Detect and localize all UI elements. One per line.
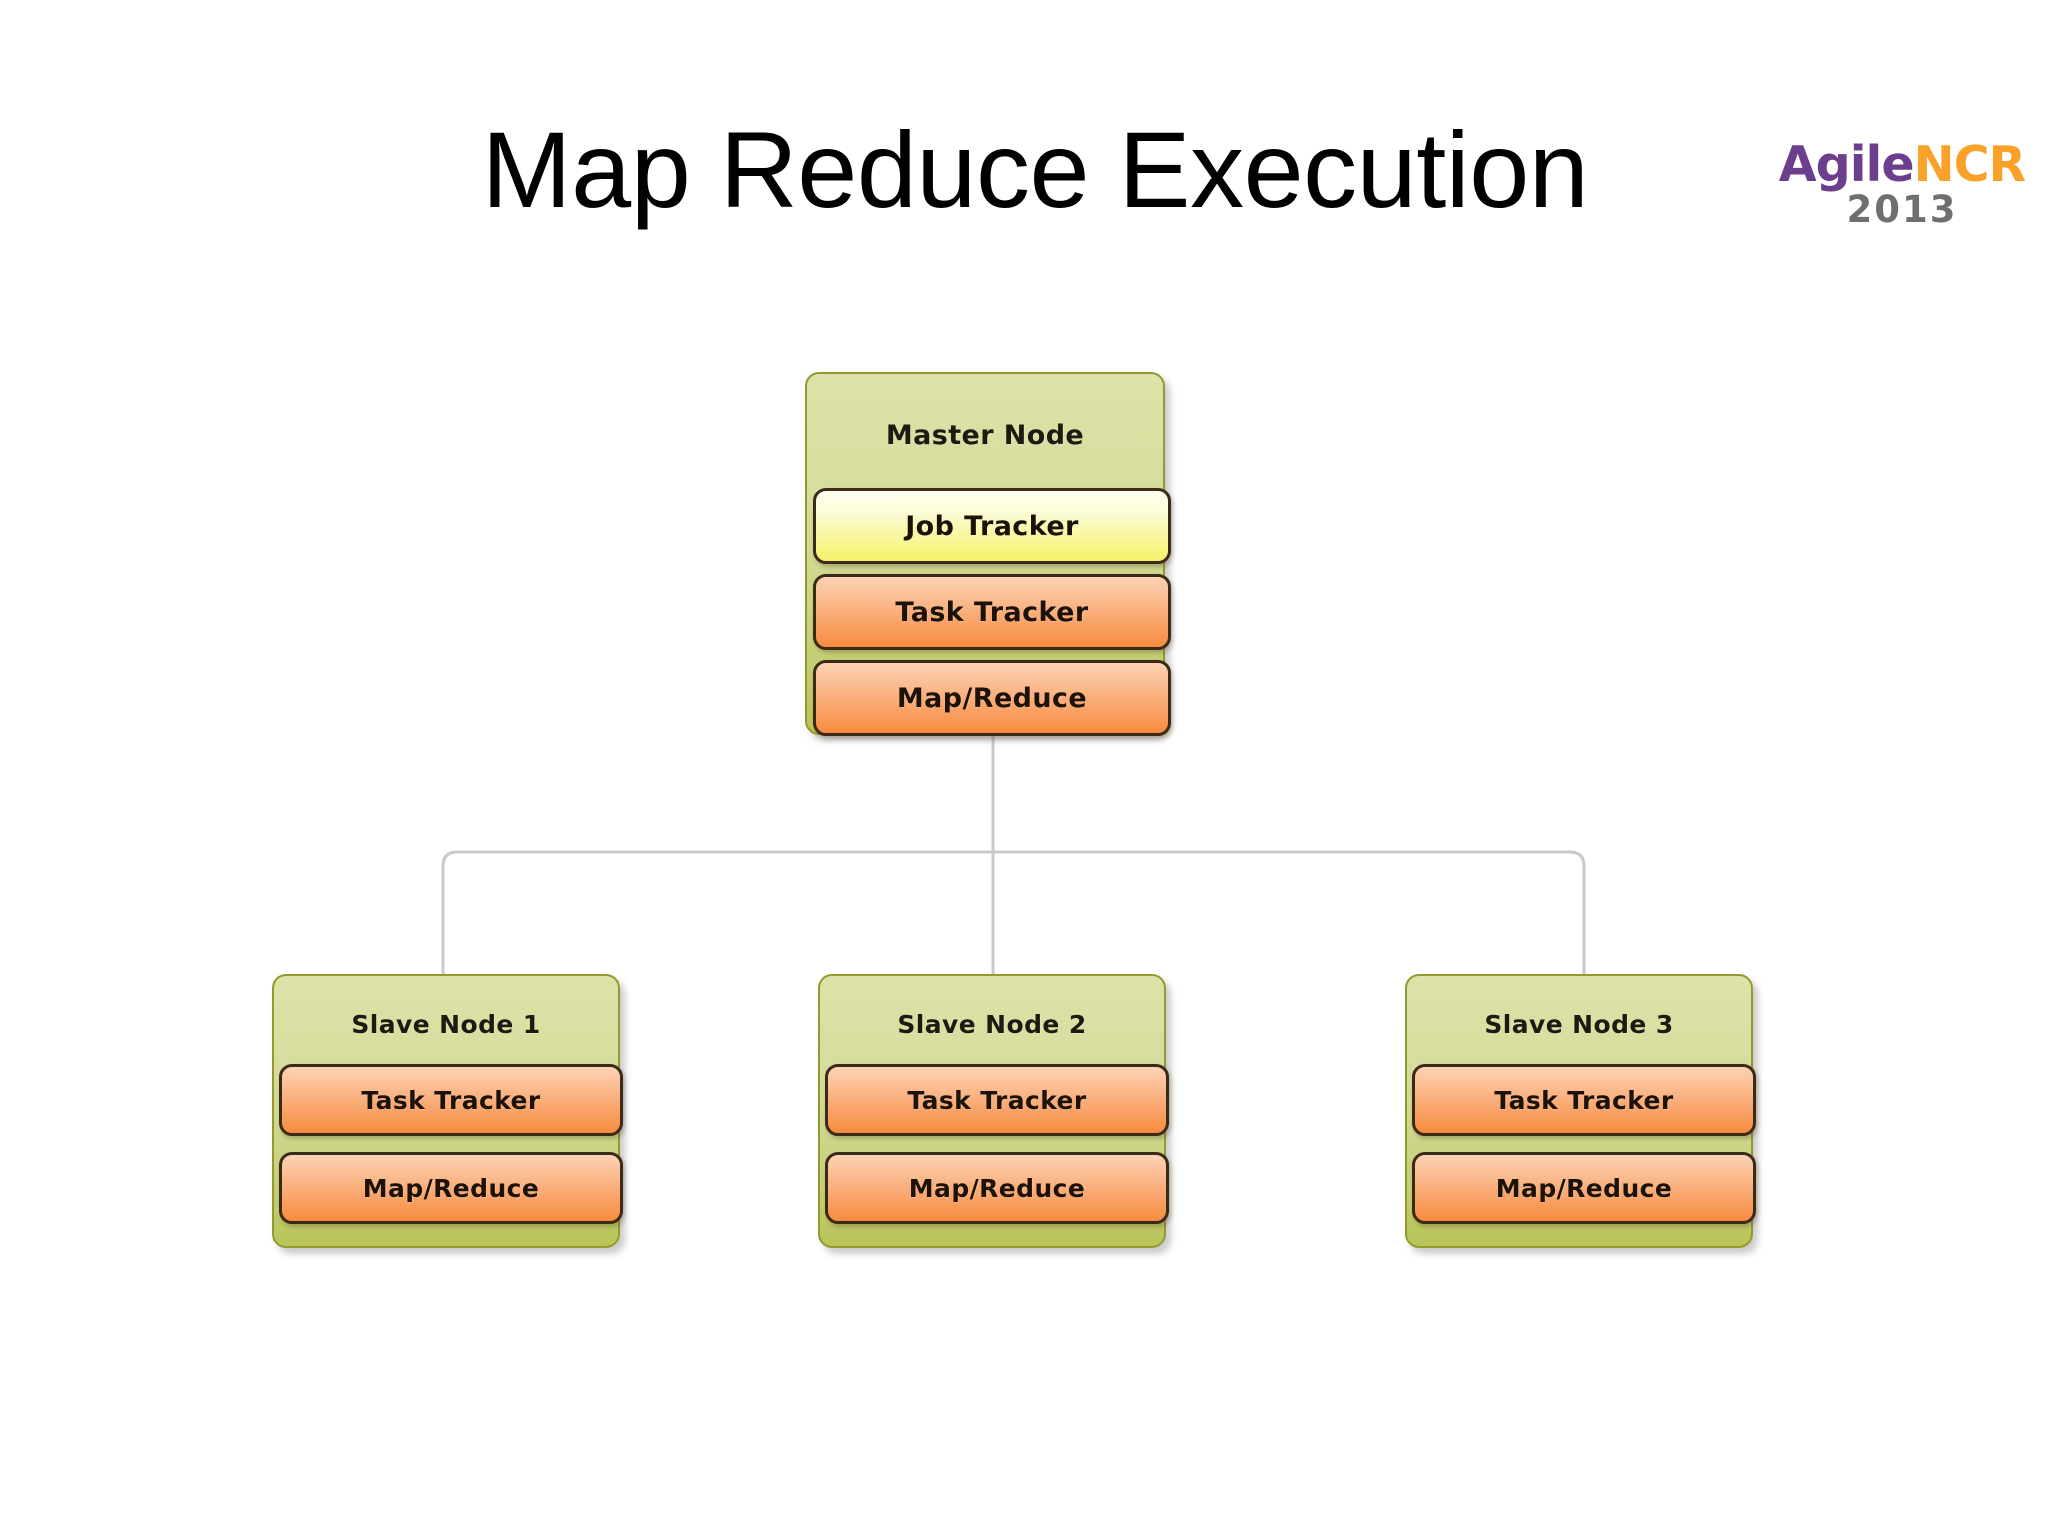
slave-node-1-component-map-reduce[interactable]: Map/Reduce: [279, 1152, 623, 1224]
slave-node-2-component-task-tracker[interactable]: Task Tracker: [825, 1064, 1169, 1136]
slave-node-3-title: Slave Node 3: [1484, 1010, 1674, 1039]
slave-node-2-component-map-reduce[interactable]: Map/Reduce: [825, 1152, 1169, 1224]
master-node[interactable]: Master Node Job Tracker Task Tracker Map…: [805, 372, 1171, 736]
page-title: Map Reduce Execution: [481, 109, 1589, 230]
slave-node-1[interactable]: Slave Node 1 Task Tracker Map/Reduce: [272, 974, 623, 1248]
master-component-task-tracker[interactable]: Task Tracker: [813, 574, 1171, 650]
agilencr-logo: AgileNCR 2013: [1756, 140, 2048, 230]
connector-bus-left: [441, 850, 993, 974]
slave-node-3-component-task-tracker[interactable]: Task Tracker: [1412, 1064, 1756, 1136]
logo-wordmark: AgileNCR: [1756, 140, 2048, 190]
slave-node-3[interactable]: Slave Node 3 Task Tracker Map/Reduce: [1405, 974, 1756, 1248]
master-component-job-tracker[interactable]: Job Tracker: [813, 488, 1171, 564]
logo-text-agile: Agile: [1778, 136, 1915, 193]
logo-year: 2013: [1846, 187, 1958, 231]
slave-node-2-title: Slave Node 2: [897, 1010, 1087, 1039]
slave-node-3-component-map-reduce[interactable]: Map/Reduce: [1412, 1152, 1756, 1224]
slave-node-1-component-task-tracker[interactable]: Task Tracker: [279, 1064, 623, 1136]
slave-node-2[interactable]: Slave Node 2 Task Tracker Map/Reduce: [818, 974, 1169, 1248]
master-component-map-reduce[interactable]: Map/Reduce: [813, 660, 1171, 736]
logo-text-ncr: NCR: [1913, 136, 2027, 193]
connector-bus-right: [993, 850, 1586, 974]
master-node-title: Master Node: [885, 420, 1085, 451]
slave-node-1-title: Slave Node 1: [351, 1010, 541, 1039]
